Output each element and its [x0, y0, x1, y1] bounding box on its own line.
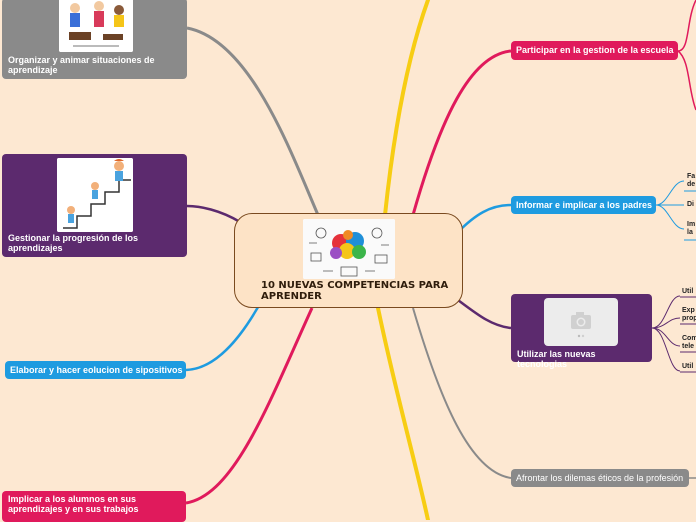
branch-afrontar-label: Afrontar los dilemas éticos de la profes…	[516, 473, 684, 483]
informar-subtopic-1[interactable]: Fa de	[687, 173, 696, 188]
branch-organizar-label: Organizar y animar situaciones de aprend…	[8, 55, 155, 75]
kids-climbing-stairs-image	[57, 158, 133, 232]
image-placeholder	[544, 298, 618, 346]
utilizar-subtopic-4[interactable]: Util	[682, 363, 694, 370]
branch-afrontar[interactable]: Afrontar los dilemas éticos de la profes…	[511, 469, 689, 487]
branch-gestionar-label: Gestionar la progresión de los aprendiza…	[8, 233, 139, 253]
subconnector-utilizar-1	[651, 295, 681, 329]
branch-informar[interactable]: Informar e implicar a los padres	[511, 196, 656, 214]
connector-yellow-bottom	[376, 306, 430, 520]
subconnector-informar-3	[655, 204, 685, 230]
branch-gestionar[interactable]: Gestionar la progresión de los aprendiza…	[2, 154, 187, 257]
classroom-activity-image	[59, 0, 133, 52]
connector-elaborar	[185, 299, 264, 372]
branch-informar-label: Informar e implicar a los padres	[516, 200, 653, 210]
connector-organizar	[186, 26, 320, 216]
connector-utilizar	[457, 299, 512, 330]
branch-organizar[interactable]: Organizar y animar situaciones de aprend…	[2, 0, 187, 79]
brain-collage-image	[303, 219, 395, 279]
subconnector-participar	[677, 0, 696, 111]
connector-yellow-top	[383, 0, 430, 217]
central-topic[interactable]: 10 NUEVAS COMPETENCIAS PARA APRENDER	[234, 213, 463, 308]
connector-afrontar	[412, 307, 512, 479]
camera-placeholder-icon	[571, 312, 591, 338]
branch-implicar-label: Implicar a los alumnos en sus aprendizaj…	[8, 494, 139, 514]
subconnector-utilizar-4	[651, 327, 681, 372]
connector-informar	[457, 203, 512, 233]
connector-implicar	[185, 307, 314, 505]
subconnector-informar-1	[655, 180, 685, 206]
utilizar-subtopic-2[interactable]: Exp prop	[682, 307, 696, 322]
subconnector-utilizar-2	[651, 317, 681, 329]
connector-participar	[411, 49, 512, 216]
utilizar-subtopic-3[interactable]: Com tele	[682, 335, 696, 350]
branch-participar-label: Participar en la gestion de la escuela	[516, 45, 674, 55]
subconnector-utilizar-3	[651, 327, 681, 347]
branch-utilizar-label: Utilizar las nuevas tecnologias	[517, 349, 596, 369]
connector-gestionar	[186, 204, 241, 224]
branch-elaborar[interactable]: Elaborar y hacer eolucion de sipositivos	[5, 361, 186, 379]
informar-subtopic-3[interactable]: Im la	[687, 221, 696, 236]
utilizar-subtopic-1[interactable]: Util	[682, 288, 694, 295]
branch-utilizar[interactable]: Utilizar las nuevas tecnologias	[511, 294, 652, 369]
branch-elaborar-label: Elaborar y hacer eolucion de sipositivos	[10, 365, 183, 375]
central-title: 10 NUEVAS COMPETENCIAS PARA APRENDER	[261, 280, 449, 302]
branch-implicar[interactable]: Implicar a los alumnos en sus aprendizaj…	[2, 491, 186, 522]
informar-subtopic-2[interactable]: Di	[687, 201, 694, 208]
branch-participar[interactable]: Participar en la gestion de la escuela	[511, 41, 678, 60]
